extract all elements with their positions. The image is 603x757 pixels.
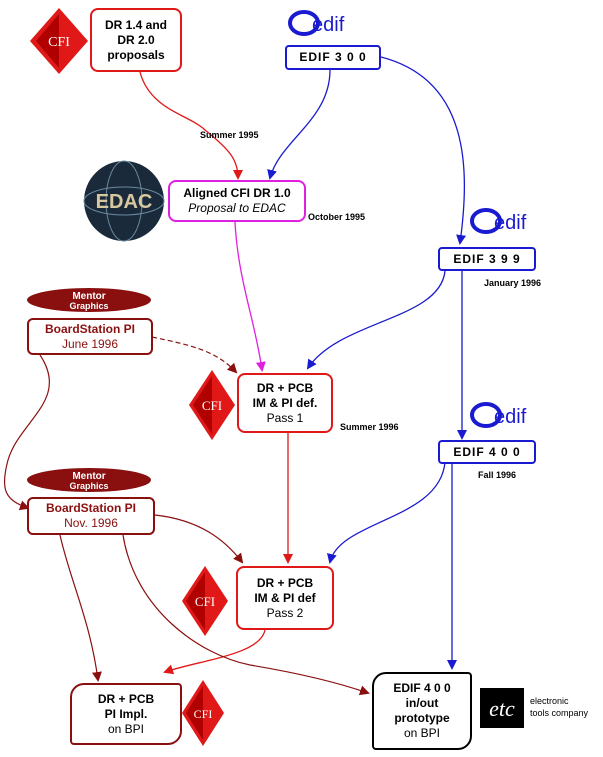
mentor-graphics-logo: Mentor Graphics <box>27 468 151 492</box>
cfi-logo: CFI <box>189 370 235 440</box>
arrow-proposals-to-aligned <box>139 71 243 180</box>
arrow-bs1-to-bs2 <box>3 354 51 511</box>
dr-proposals-line1: DR 1.4 and <box>104 17 167 32</box>
pass1-line1: DR + PCB <box>256 380 314 395</box>
edif-logo: edif <box>470 208 527 234</box>
edif-logo: edif <box>470 402 527 428</box>
arrow-bs2-to-pass2 <box>154 514 244 564</box>
boardstation-pi-nov-label: BoardStation PI <box>45 501 136 515</box>
boardstation-pi-nov-date: Nov. 1996 <box>64 516 118 530</box>
pi-impl-line2: PI Impl. <box>104 706 148 721</box>
svg-text:edif: edif <box>494 212 527 234</box>
arrow-edif399-to-pass1 <box>306 270 446 370</box>
aligned-cfi-label: Aligned CFI DR 1.0 <box>183 186 291 200</box>
arrow-edif400-to-pass2 <box>327 461 446 564</box>
svg-text:CFI: CFI <box>48 35 70 50</box>
proto-line1: EDIF 4 0 0 <box>393 681 451 695</box>
pass1-line2: IM & PI def. <box>252 395 318 410</box>
cfi-logo: CFI <box>182 680 224 746</box>
edif-400-label: EDIF 4 0 0 <box>453 444 521 459</box>
svg-text:Graphics: Graphics <box>69 301 108 311</box>
pass2-line2: IM & PI def <box>254 590 316 605</box>
edif-400-prototype-box: EDIF 4 0 0 in/out prototype on BPI <box>372 672 472 750</box>
edac-logo: EDAC <box>83 160 165 242</box>
svg-text:CFI: CFI <box>202 398 222 413</box>
pass1-line3: Pass 1 <box>266 410 304 425</box>
etc-logo: etc electronic tools company <box>480 688 589 728</box>
svg-text:Mentor: Mentor <box>72 471 105 482</box>
arrow-bs2-to-proto <box>122 534 370 696</box>
pass1-box: DR + PCB IM & PI def. Pass 1 <box>237 373 333 433</box>
label-january-1996: January 1996 <box>484 278 542 288</box>
dr-proposals-line2: DR 2.0 <box>117 32 155 47</box>
edif-logo: edif <box>288 10 345 36</box>
svg-text:etc: etc <box>489 696 515 721</box>
arrow-bs1-to-pass1 <box>151 336 238 374</box>
svg-text:edif: edif <box>312 14 345 36</box>
pi-impl-line3: on BPI <box>107 721 145 736</box>
proto-line3: prototype <box>394 711 450 725</box>
svg-text:electronic: electronic <box>530 696 569 706</box>
svg-text:Mentor: Mentor <box>72 291 105 302</box>
boardstation-pi-nov-box: BoardStation PI Nov. 1996 <box>27 497 155 535</box>
edif-400-box: EDIF 4 0 0 <box>438 440 536 464</box>
edif-300-box: EDIF 3 0 0 <box>285 45 381 70</box>
svg-text:EDAC: EDAC <box>96 191 153 213</box>
label-october-1995: October 1995 <box>308 212 366 222</box>
arrow-edif300-to-edif399 <box>380 56 467 245</box>
edif-300-label: EDIF 3 0 0 <box>299 50 367 64</box>
boardstation-pi-june-label: BoardStation PI <box>44 321 135 336</box>
pi-impl-box: DR + PCB PI Impl. on BPI <box>70 683 182 745</box>
proto-line2: in/out <box>405 696 439 710</box>
pass2-line1: DR + PCB <box>256 575 314 590</box>
label-fall-1996: Fall 1996 <box>478 470 517 480</box>
svg-text:Graphics: Graphics <box>69 481 108 491</box>
aligned-cfi-sublabel: Proposal to EDAC <box>188 201 286 215</box>
dr-proposals-box: DR 1.4 and DR 2.0 proposals <box>90 8 182 72</box>
arrow-aligned-to-pass1 <box>234 221 266 372</box>
svg-text:edif: edif <box>494 406 527 428</box>
dr-proposals-line3: proposals <box>107 47 165 62</box>
label-summer-1996: Summer 1996 <box>340 422 399 432</box>
boardstation-pi-june-box: BoardStation PI June 1996 <box>27 318 153 355</box>
edif-399-label: EDIF 3 9 9 <box>453 251 521 266</box>
svg-text:CFI: CFI <box>194 707 213 721</box>
pass2-line3: Pass 2 <box>266 605 304 620</box>
pi-impl-line1: DR + PCB <box>97 691 155 706</box>
edif-399-box: EDIF 3 9 9 <box>438 247 536 271</box>
arrow-edif300-to-aligned <box>267 69 331 180</box>
boardstation-pi-june-date: June 1996 <box>61 336 119 351</box>
proto-line4: on BPI <box>403 726 441 740</box>
arrow-bs2-to-impl <box>59 534 102 682</box>
cfi-logo: CFI <box>30 8 88 74</box>
svg-text:CFI: CFI <box>195 594 215 609</box>
arrow-pass2-to-impl <box>163 629 266 675</box>
cfi-logo: CFI <box>182 566 228 636</box>
svg-text:tools company: tools company <box>530 708 589 718</box>
mentor-graphics-logo: Mentor Graphics <box>27 288 151 312</box>
label-summer-1995: Summer 1995 <box>200 130 259 140</box>
aligned-cfi-box: Aligned CFI DR 1.0 Proposal to EDAC <box>168 180 306 222</box>
pass2-box: DR + PCB IM & PI def Pass 2 <box>236 566 334 630</box>
